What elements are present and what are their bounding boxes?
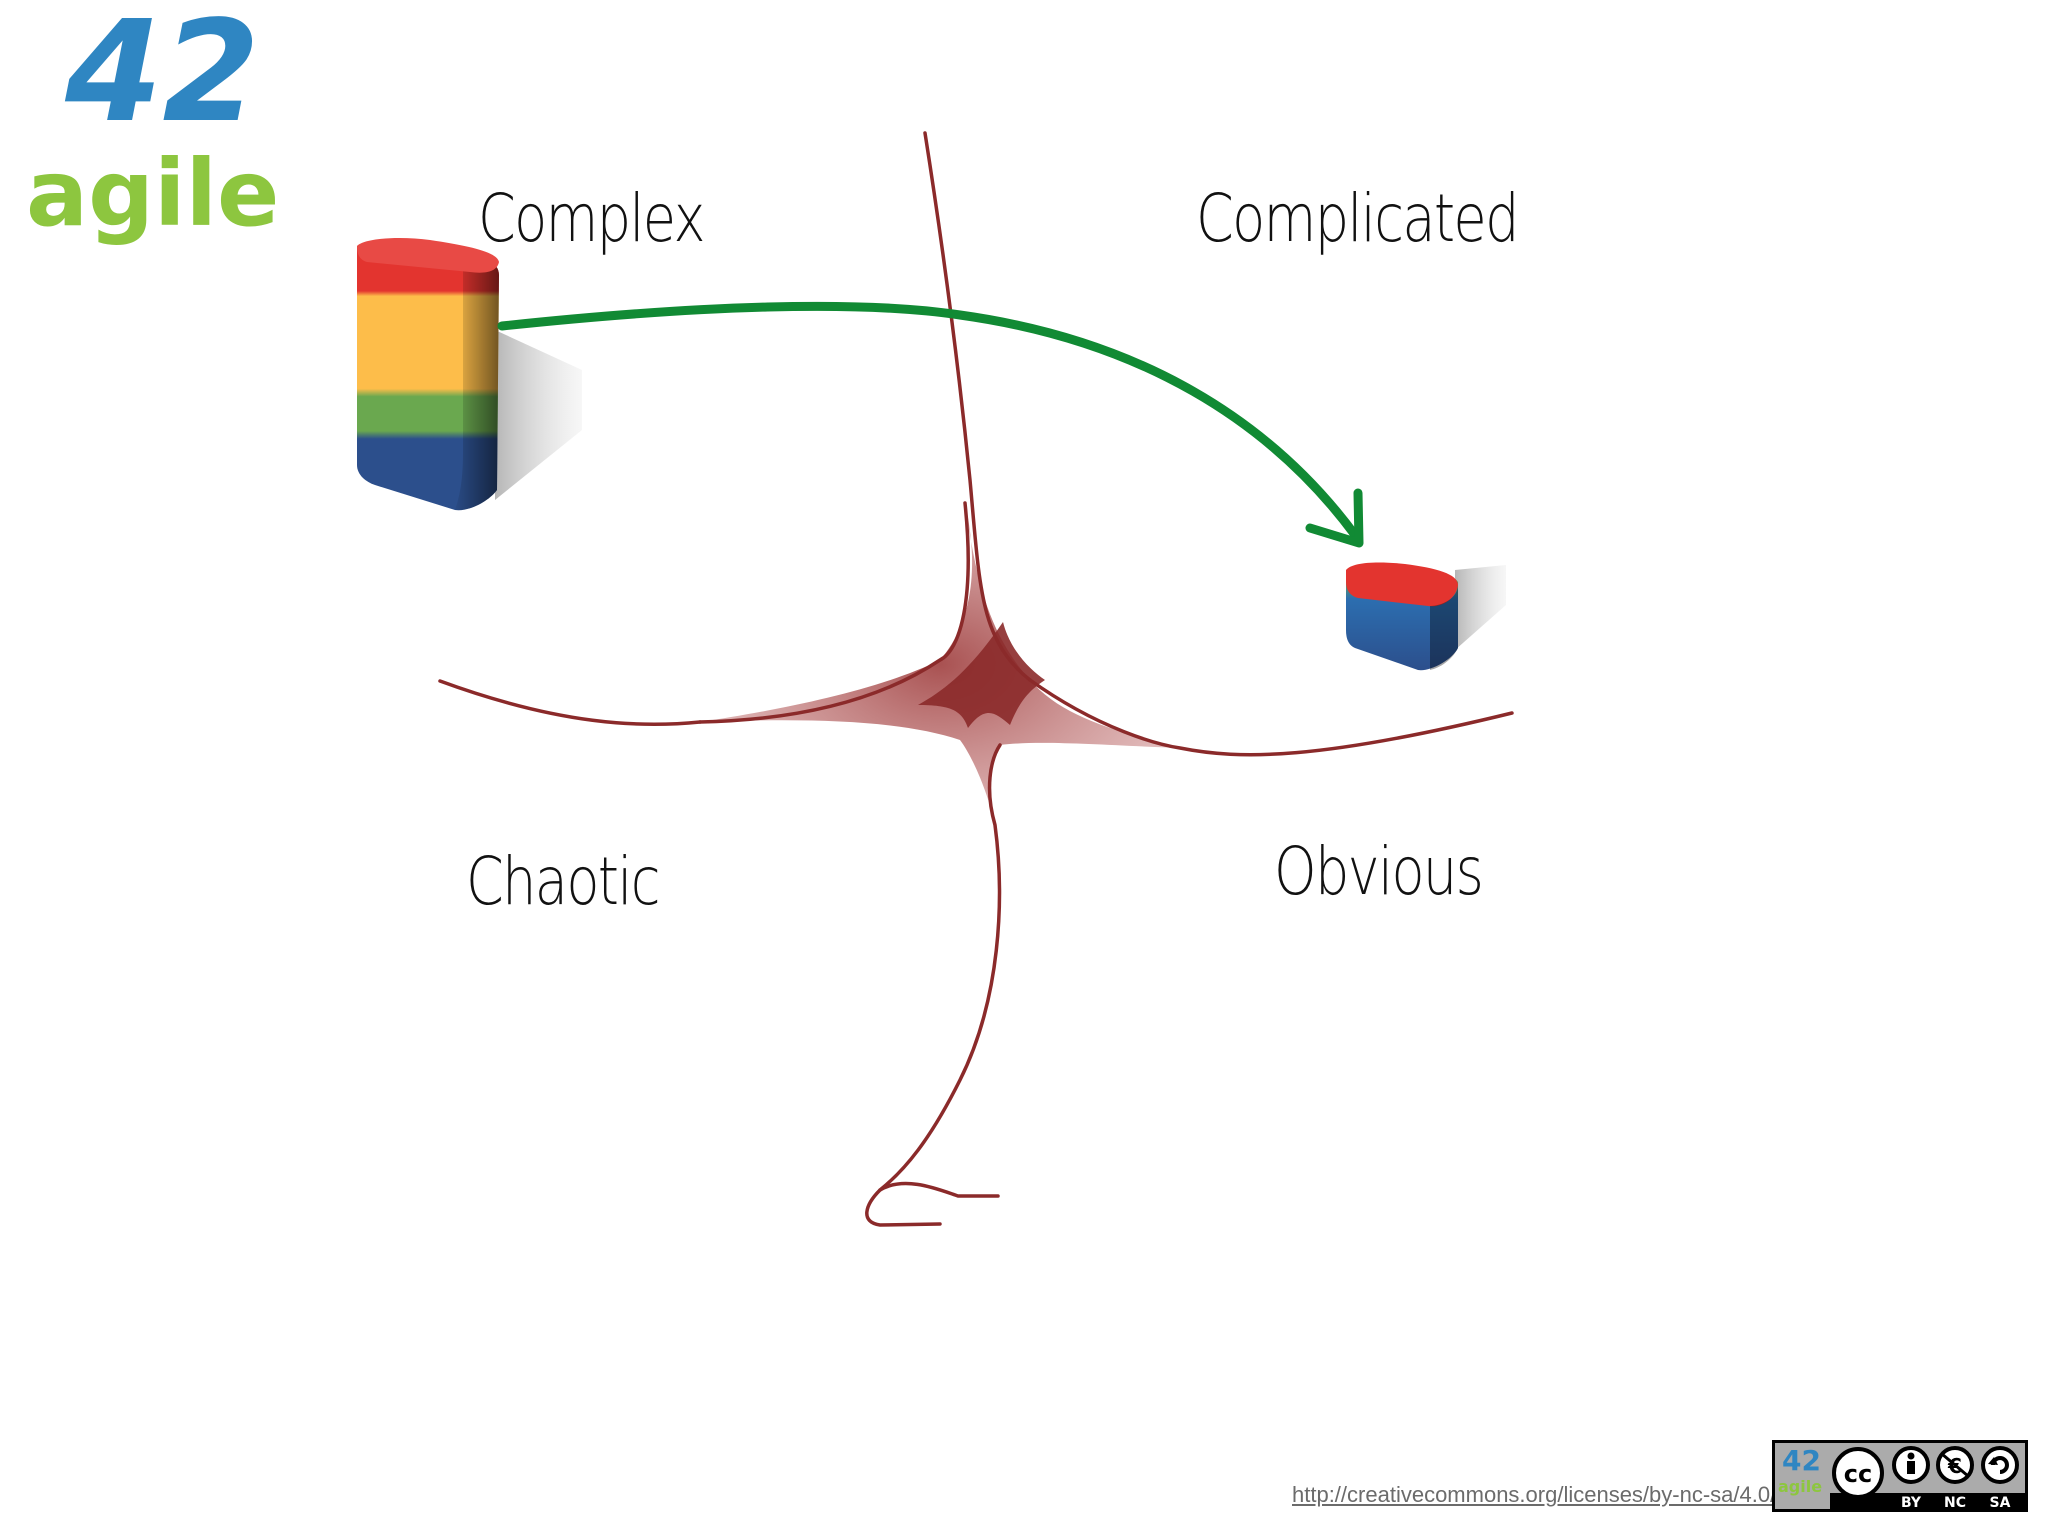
tall-stacked-block [357,238,499,511]
svg-text:cc: cc [1844,1460,1872,1488]
svg-text:agile: agile [1778,1477,1822,1496]
label-obvious: Obvious [1274,833,1484,910]
svg-text:agile: agile [26,140,279,247]
cc-icon [1832,1447,1884,1499]
label-complex: Complex [478,180,706,257]
boundary-bottom [865,743,1002,1227]
domain-boundaries [438,131,1514,1227]
tall-block-shadow [495,330,582,500]
label-chaotic: Chaotic [466,843,661,920]
label-complicated: Complicated [1196,180,1519,257]
disorder-web [700,503,1180,825]
small-stacked-block [1346,562,1458,671]
svg-text:NC: NC [1944,1495,1966,1511]
disorder-core [918,622,1045,728]
boundary-top-left [698,501,970,724]
small-block-shadow [1455,565,1506,650]
agile42-logo: 42 agile [26,0,279,247]
svg-text:BY: BY [1901,1495,1922,1511]
sharealike-icon [1981,1446,2019,1484]
boundary-right [1028,678,1514,757]
boundary-bottom-hook [878,1181,1000,1198]
boundary-top [923,131,1032,682]
boundary-left [438,679,702,727]
svg-text:42: 42 [64,0,260,154]
svg-text:42: 42 [1782,1444,1821,1477]
cc-license-badge[interactable]: 42 agile cc € BY NC SA [1772,1440,2028,1512]
license-link[interactable]: http://creativecommons.org/licenses/by-n… [1292,1482,1777,1507]
transition-arrow [497,301,1364,548]
svg-text:SA: SA [1990,1495,2011,1511]
